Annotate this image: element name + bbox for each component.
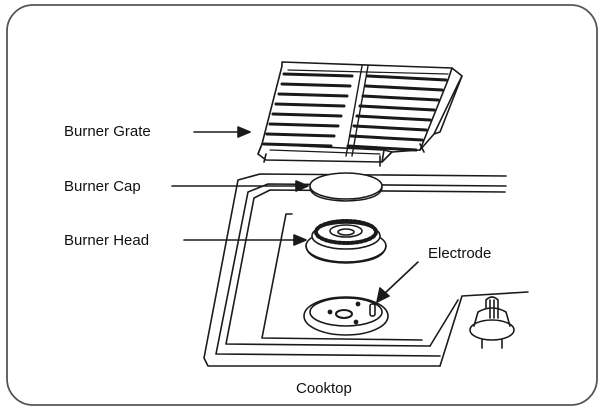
electrode-pin	[369, 303, 376, 317]
cooktop-label: Cooktop	[296, 380, 352, 397]
head-arrow-head	[293, 234, 307, 246]
cooktop-well-edge	[261, 213, 423, 341]
electrode-arrow-head	[376, 287, 390, 303]
burner-base-inner	[309, 297, 383, 327]
burner-grate-drawing	[257, 61, 463, 167]
burner-cap-drawing	[309, 172, 383, 202]
burner-base-outer	[303, 296, 389, 336]
grate-side-edge	[419, 67, 463, 151]
burner-base-drawing	[303, 296, 389, 336]
cooktop-surface-drawing	[203, 173, 529, 367]
cooktop-outer-edge	[203, 173, 507, 367]
leader-arrows	[171, 126, 419, 303]
burner-cap-top	[309, 172, 383, 200]
knob-body	[473, 307, 511, 327]
diagram-frame	[6, 4, 598, 406]
burner-base-hole-1	[327, 309, 333, 315]
grate-arrow-head	[237, 126, 251, 138]
grate-center-spine	[345, 65, 369, 157]
burner-head-inner	[329, 224, 363, 238]
cap-arrow-head	[295, 180, 309, 192]
grate-bars-right	[346, 74, 448, 152]
burner-head-drawing	[305, 219, 387, 264]
burner-grate-label: Burner Grate	[64, 123, 151, 140]
knob-grip	[485, 296, 499, 319]
burner-head-ports	[314, 219, 378, 245]
grate-inner-rail	[269, 69, 449, 155]
burner-head-center	[337, 228, 355, 236]
burner-head-skirt	[305, 245, 387, 264]
burner-base-hole-3	[353, 319, 359, 325]
burner-cap-rim	[309, 187, 383, 202]
burner-cap-label: Burner Cap	[64, 178, 141, 195]
grate-feet	[263, 143, 425, 167]
control-knob-drawing	[469, 296, 515, 349]
control-panel-slope	[429, 291, 529, 367]
burner-base-hole-2	[355, 301, 361, 307]
electrode-label: Electrode	[428, 245, 492, 262]
knob-base	[469, 319, 515, 341]
burner-base-orifice	[335, 309, 353, 319]
burner-head-label: Burner Head	[64, 232, 150, 249]
knob-stem	[481, 339, 503, 349]
grate-bars-left	[262, 72, 354, 148]
electrode-arrow-line	[383, 261, 419, 295]
